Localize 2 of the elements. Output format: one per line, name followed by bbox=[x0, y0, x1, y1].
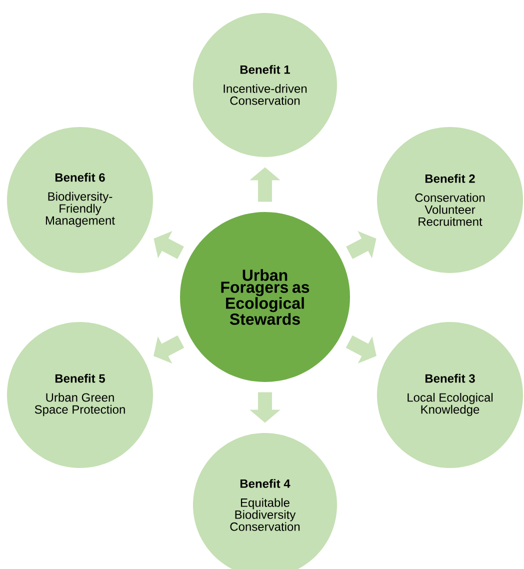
block-arrow bbox=[154, 335, 184, 364]
block-arrow bbox=[346, 231, 376, 259]
